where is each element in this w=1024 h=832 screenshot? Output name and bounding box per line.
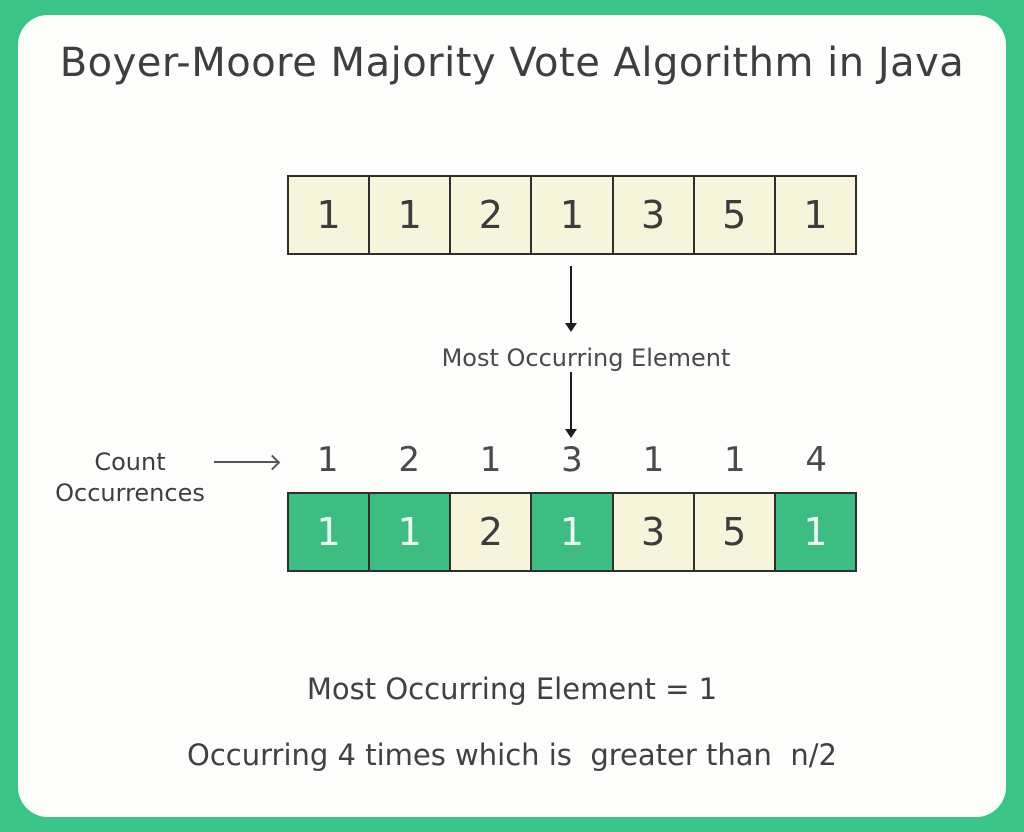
array-cell: 1 [532,177,614,253]
count-value: 1 [642,440,665,480]
down-arrow-icon [570,266,572,324]
count-value: 1 [724,440,746,480]
array-cell: 2 [451,177,533,253]
array-cell: 1 [370,177,452,253]
result-array: 1 1 2 1 3 5 1 [287,492,857,572]
conclusion-line-2: Occurring 4 times which is greater than … [187,738,837,772]
count-label-line1: Count [94,448,166,476]
count-value: 2 [398,440,420,480]
input-array: 1 1 2 1 3 5 1 [287,175,857,255]
array-cell: 3 [613,177,695,253]
flow-label: Most Occurring Element [441,344,731,372]
count-value: 1 [316,440,339,480]
count-label-line2: Occurrences [55,479,205,507]
down-arrow-icon [570,372,572,430]
array-cell: 1 [289,177,371,253]
count-value: 4 [805,440,828,480]
result-cell: 1 [532,494,614,570]
result-cell: 1 [289,494,371,570]
count-occurrences-label: Count Occurrences [40,447,220,509]
result-cell: 1 [370,494,452,570]
result-cell: 1 [775,494,855,570]
right-arrow-icon [214,461,278,463]
array-cell: 1 [775,177,855,253]
count-value: 1 [479,440,502,480]
page-title: Boyer-Moore Majority Vote Algorithm in J… [59,40,965,86]
diagram-card [18,15,1006,817]
counts-row: 1 2 1 3 1 1 4 [287,440,857,480]
array-cell: 5 [694,177,776,253]
result-cell: 5 [694,494,776,570]
conclusion-line-1: Most Occurring Element = 1 [306,672,718,706]
result-cell: 3 [613,494,695,570]
count-value: 3 [561,440,583,480]
result-cell: 2 [451,494,533,570]
